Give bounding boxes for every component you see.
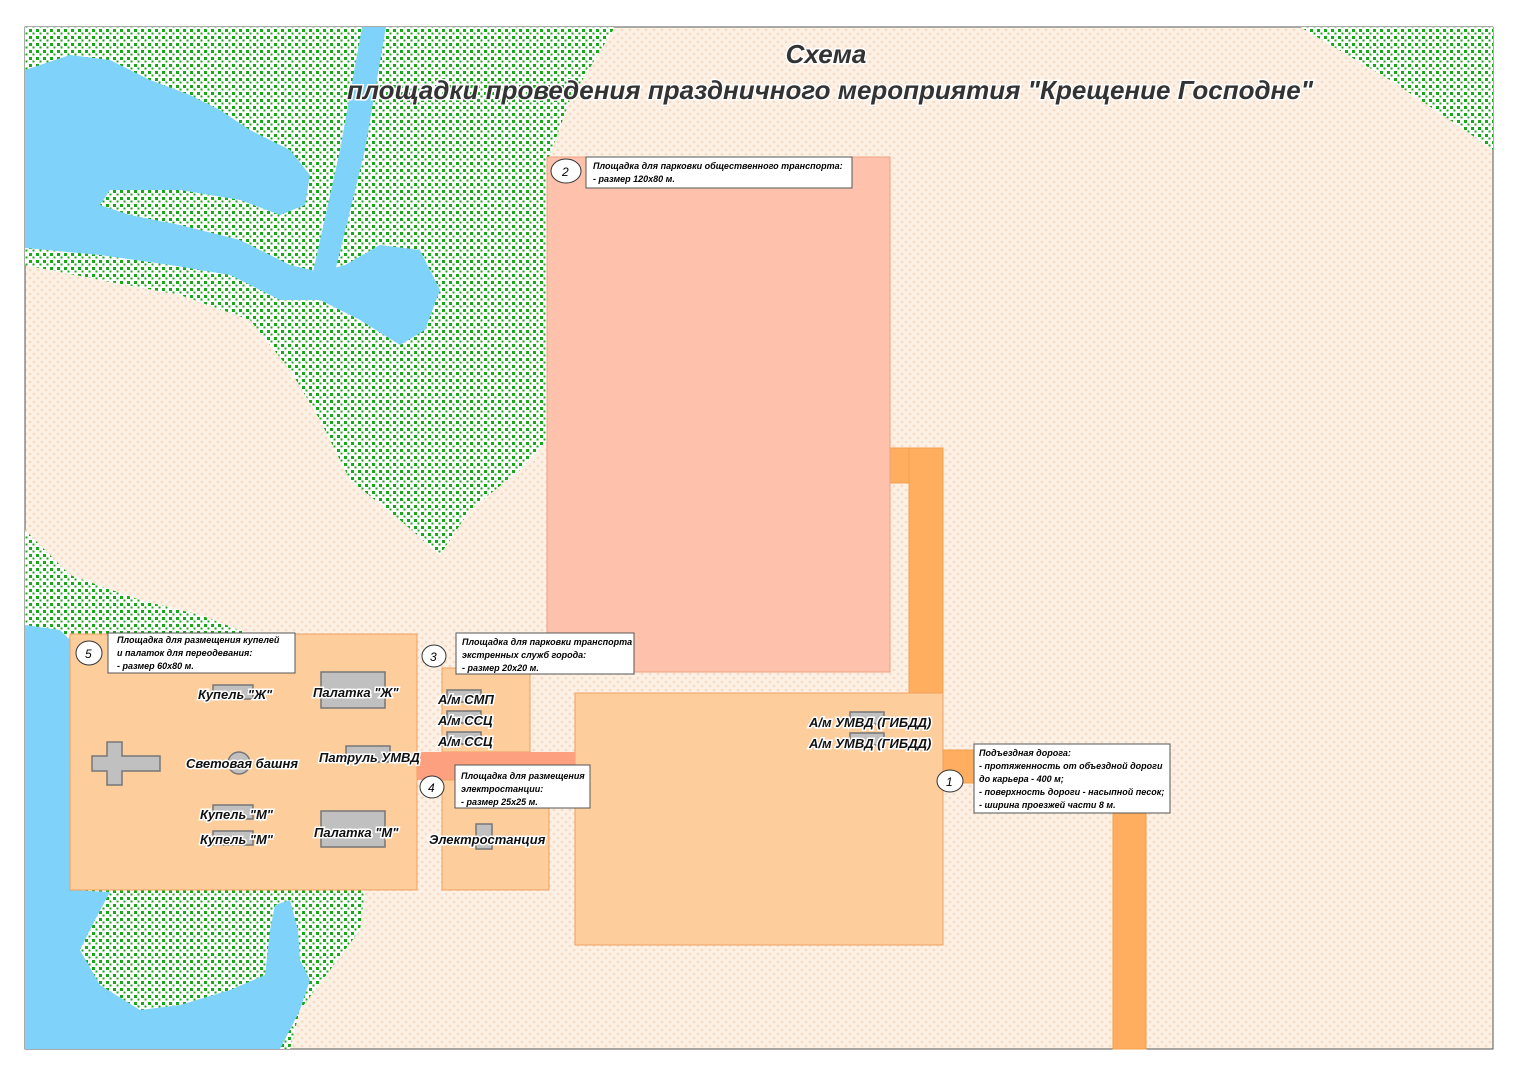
label-gibdd-2: А/м УМВД (ГИБДД) [808,736,931,751]
label-gibdd-1: А/м УМВД (ГИБДД) [808,715,931,730]
main-area [574,692,944,946]
label-kupel-m2: Купель "М" [200,832,274,847]
zone-4-note-line: Площадка для размещения [461,771,585,781]
objects [91,671,885,850]
zone-1-note-line: - поверхность дороги - насыпной песок; [979,787,1164,797]
label-ssc-2: А/м ССЦ [437,734,493,749]
zone-5-number: 5 [85,647,92,661]
label-kupel-m1: Купель "М" [200,807,274,822]
zone-1-note-line: до карьера - 400 м; [979,774,1064,784]
zone-5-note-line: Площадка для размещения купелей [117,635,280,645]
zone-4-note-line: - размер 25х25 м. [461,797,538,807]
object-labels: Купель "Ж" Палатка "Ж" Световая башня Па… [185,684,933,849]
zone-4-note-line: электростанции: [461,784,543,794]
callouts: 1 Подъездная дорога: - протяженность от … [75,156,1171,814]
label-tower: Световая башня [186,756,298,771]
zone-3-note-line: экстренных служб города: [462,650,586,660]
zone-2-note-line: Площадка для парковки общественного тран… [593,161,843,171]
cross-icon [91,741,161,786]
label-patrol: Патруль УМВД [319,750,420,765]
zone-3-number: 3 [430,650,437,664]
zone-1-note-line: - протяженность от объездной дороги [979,761,1163,771]
water-areas [25,27,440,1049]
zone-2-note-line: - размер 120х80 м. [593,174,675,184]
lake-top [25,55,440,345]
zone-5-note-line: - размер 60х80 м. [117,661,194,671]
label-kupel-zh: Купель "Ж" [198,687,273,702]
zone-2-parking [546,156,891,673]
zone-3-note-line: - размер 20х20 м. [462,663,539,673]
zone-1-number: 1 [946,775,953,789]
zone-1-note-line: - ширина проезжей части 8 м. [979,800,1116,810]
zone-4-number: 4 [428,781,435,795]
map-subtitle: площадки проведения праздничного меропри… [347,75,1314,105]
label-palatka-m: Палатка "М" [314,825,399,840]
lake-bottom [25,625,310,1049]
zone-2-number: 2 [561,165,569,179]
river [313,27,386,272]
label-power-station: Электростанция [429,832,546,847]
label-smp: А/м СМП [437,692,494,707]
map-title: Схема [786,39,867,69]
label-palatka-zh: Палатка "Ж" [313,685,399,700]
zone-3-note-line: Площадка для парковки транспорта [462,637,632,647]
zone-1-note-line: Подъездная дорога: [979,748,1071,758]
label-ssc-1: А/м ССЦ [437,713,493,728]
zone-5-note-line: и палаток для переодевания: [117,648,252,658]
